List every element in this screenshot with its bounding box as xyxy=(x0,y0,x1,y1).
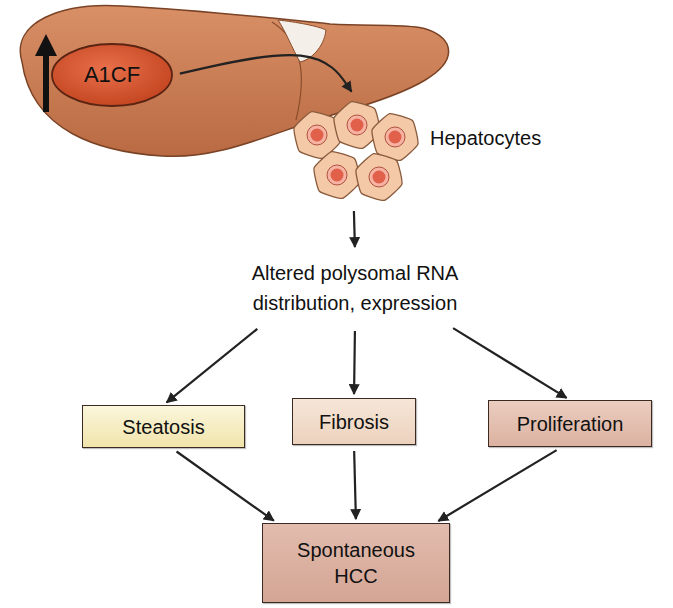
node-label: Fibrosis xyxy=(319,409,389,435)
flow-arrow xyxy=(167,329,258,403)
flow-arrow xyxy=(353,211,356,247)
node-label: Proliferation xyxy=(517,411,624,437)
flow-arrow xyxy=(453,328,566,398)
increase-arrow-head xyxy=(35,34,57,56)
outcome-box: Fibrosis xyxy=(292,398,416,445)
outcome-box: Proliferation xyxy=(488,400,652,447)
flow-arrow xyxy=(180,55,352,92)
cell-cluster: Hepatocytes xyxy=(285,95,560,205)
flow-arrow xyxy=(354,451,356,519)
node-label: Hepatocytes xyxy=(430,125,541,151)
increase-arrow xyxy=(43,52,49,112)
outcome-box: Steatosis xyxy=(82,405,245,448)
process-text: Altered polysomal RNA distribution, expr… xyxy=(200,251,510,325)
flow-arrow xyxy=(353,331,356,394)
node-label: Spontaneous HCC xyxy=(281,537,431,589)
flow-arrow xyxy=(438,450,556,521)
node-label: A1CF xyxy=(84,61,140,90)
hepatocyte-cells xyxy=(285,95,425,205)
gene-oval: A1CF xyxy=(50,42,174,108)
flow-arrow xyxy=(177,451,274,520)
result-box: Spontaneous HCC xyxy=(262,523,450,603)
node-label: Altered polysomal RNA distribution, expr… xyxy=(220,258,490,318)
node-label: Steatosis xyxy=(122,414,204,440)
